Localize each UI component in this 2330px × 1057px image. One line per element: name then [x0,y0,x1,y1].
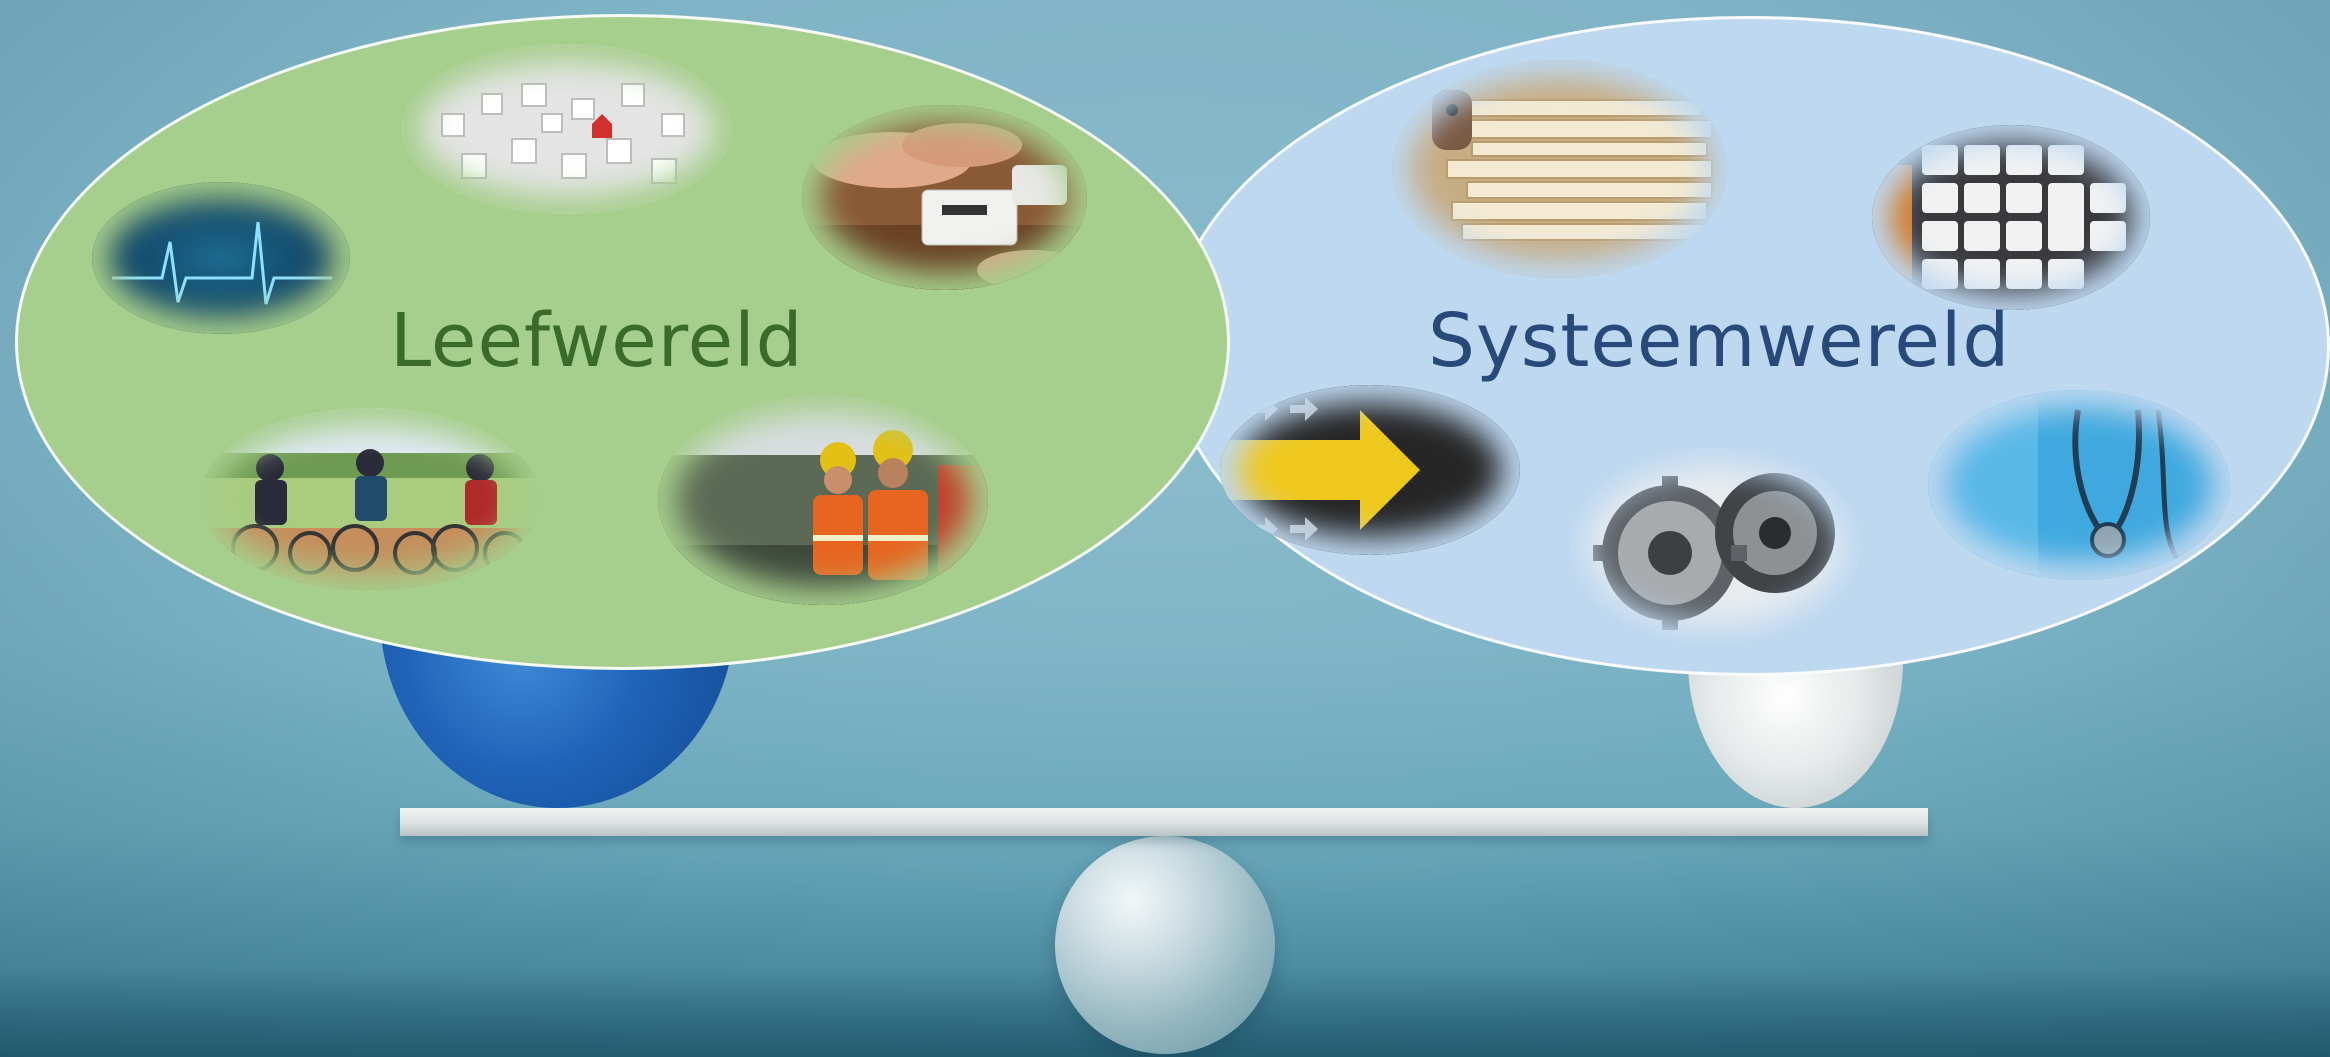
workers-image [658,395,988,605]
stethoscope-image [1928,390,2230,580]
system-world-title: Systeemwereld [1428,298,2011,384]
fulcrum-ball [1055,836,1275,1054]
wheelchair-group-image [200,408,540,590]
houses-image [402,44,732,214]
balance-beam [400,808,1928,836]
paper-stack-image [1392,60,1727,278]
calculator-image [1872,125,2150,310]
life-world-title: Leefwereld [390,298,804,384]
gears-image [1570,448,1860,643]
heartbeat-image [92,182,350,334]
arrow-image [1220,385,1520,555]
hands-device-image [802,105,1087,290]
